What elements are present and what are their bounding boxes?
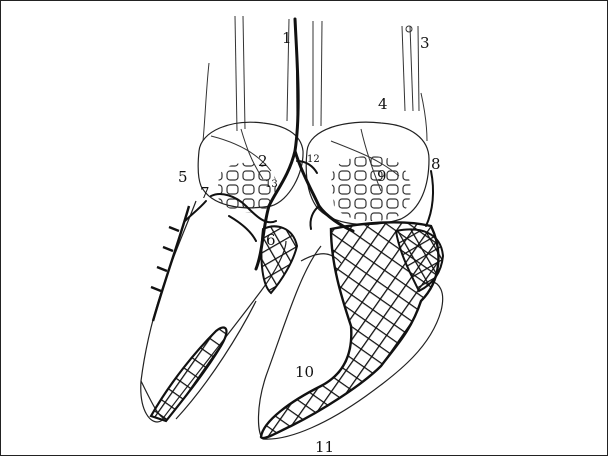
left-cellular-plexus — [198, 122, 303, 212]
right-cellular-plexus — [306, 122, 429, 224]
label-9: 9 — [377, 167, 387, 185]
label-1: 1 — [282, 29, 292, 47]
right-vessel-trunk — [313, 21, 427, 141]
label-8: 8 — [431, 155, 441, 173]
label-12: 12 — [307, 154, 320, 165]
label-13: 13 — [265, 179, 278, 190]
label-10: 10 — [295, 363, 314, 381]
label-6: 6 — [266, 231, 276, 249]
label-7: 7 — [200, 184, 210, 202]
label-11: 11 — [315, 438, 334, 456]
label-2: 2 — [258, 152, 268, 170]
label-4: 4 — [378, 95, 388, 113]
label-3: 3 — [420, 34, 430, 52]
label-5: 5 — [178, 168, 188, 186]
